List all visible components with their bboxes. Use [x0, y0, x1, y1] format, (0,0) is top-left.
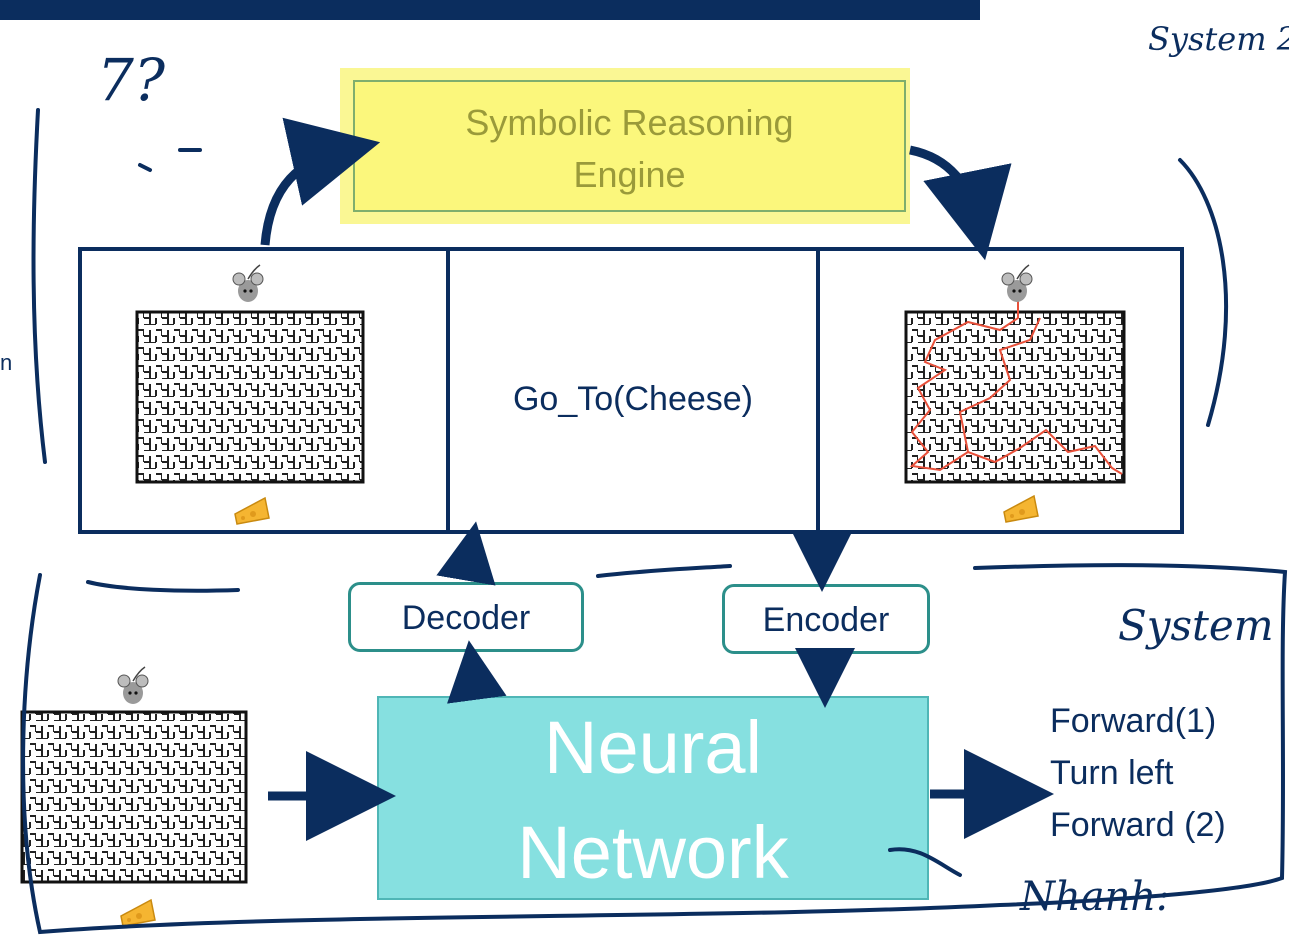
- handwritten-note: System 2: [1148, 20, 1289, 58]
- handwritten-annotations: [21, 108, 1288, 935]
- handwritten-note: 7?: [97, 46, 166, 114]
- mouse-icon: [1001, 264, 1033, 303]
- title-bar-strip: [0, 0, 980, 20]
- arrow-icon: [260, 117, 381, 246]
- handwritten-note: System 1: [1118, 601, 1289, 650]
- arrow-icon: [909, 145, 1012, 261]
- maze-icon: [135, 310, 365, 484]
- engine-label-line2: Engine: [573, 154, 686, 195]
- handwritten-note: Nhanh:: [1019, 874, 1170, 920]
- maze-icon: [904, 310, 1126, 484]
- symbolic-engine-box: [353, 80, 906, 212]
- mouse-icon: [117, 666, 149, 705]
- engine-label-line1: Symbolic Reasoning: [465, 102, 794, 143]
- cheese-icon: [234, 497, 270, 525]
- nn-label-line1: Neural: [544, 706, 762, 789]
- symbolic-command: Go_To(Cheese): [512, 380, 753, 418]
- cheese-icon: [120, 899, 156, 927]
- neural-network-box: [377, 696, 929, 900]
- solution-path: [909, 300, 1123, 475]
- nn-label-line2: Network: [517, 811, 789, 894]
- arrow-icon: [447, 640, 507, 704]
- cheese-icon: [1003, 495, 1039, 523]
- action-item: Turn left: [1050, 754, 1174, 792]
- edge-letter: n: [0, 350, 13, 375]
- arrow-icon: [436, 521, 496, 586]
- action-item: Forward(1): [1050, 702, 1217, 740]
- mouse-icon: [232, 264, 264, 303]
- encoder-box: Encoder: [722, 584, 930, 654]
- action-item: Forward (2): [1050, 806, 1226, 844]
- maze-icon: [20, 710, 248, 884]
